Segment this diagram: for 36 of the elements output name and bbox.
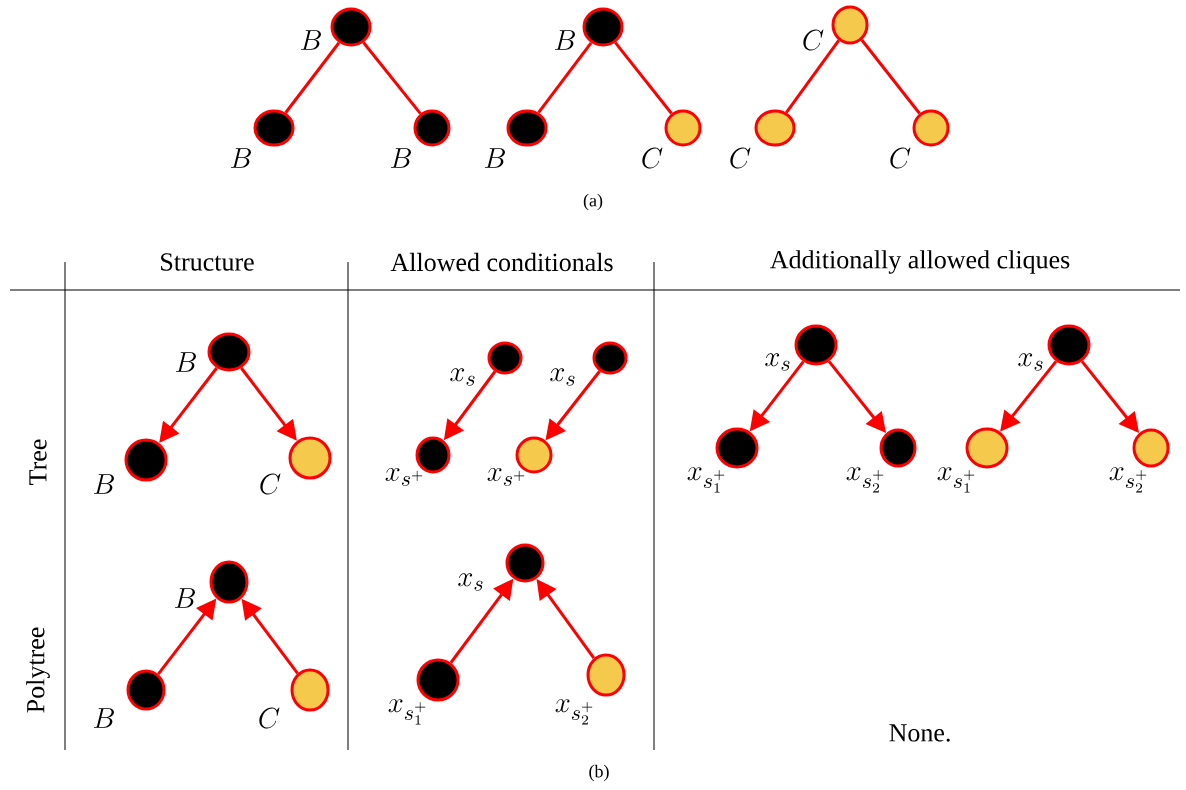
node-label: $x_{s_{1}^{+}}$	[388, 699, 426, 725]
node-label: $C$	[642, 147, 663, 169]
column-header: Additionally allowed cliques	[770, 250, 1070, 274]
node-label: $C$	[259, 707, 280, 729]
column-header: Structure	[161, 253, 254, 271]
node-label: $x_{s_{1}^{+}}$	[937, 467, 975, 493]
node-label: $C$	[890, 147, 911, 169]
node-label: $B$	[93, 474, 114, 494]
node-label: $C$	[803, 29, 824, 51]
node-label: $B$	[175, 352, 196, 372]
node-label: $B$	[174, 588, 195, 608]
node-label: $x_{s_{2}^{+}}$	[1109, 467, 1147, 493]
column-header: None.	[889, 724, 950, 742]
node-label: $x_{s^{+}}$	[385, 467, 423, 486]
caption: (a)	[583, 193, 603, 211]
column-header: Allowed conditionals	[390, 252, 613, 272]
node-label: $x_{s_{1}^{+}}$	[687, 467, 725, 493]
node-label: $x_{s_{2}^{+}}$	[555, 699, 593, 725]
node-label: $B$	[230, 148, 251, 168]
row-header: Tree	[29, 439, 47, 485]
node-label: $x_{s}$	[458, 573, 483, 591]
node-label: $B$	[300, 30, 321, 50]
node-label: $x_{s}$	[1018, 353, 1043, 371]
node-label: $x_{s}$	[550, 368, 575, 386]
node-label: $x_{s}$	[765, 353, 790, 371]
node-label: $B$	[93, 708, 114, 728]
caption: (b)	[589, 764, 609, 782]
node-label: $C$	[730, 147, 751, 169]
row-header: Polytree	[26, 627, 50, 713]
node-label: $B$	[554, 30, 575, 50]
node-label: $B$	[390, 148, 411, 168]
node-label: $B$	[484, 148, 505, 168]
node-label: $x_{s_{2}^{+}}$	[846, 467, 884, 493]
node-label: $C$	[260, 473, 281, 495]
node-label: $x_{s^{+}}$	[487, 467, 525, 486]
node-label: $x_{s}$	[450, 368, 475, 386]
